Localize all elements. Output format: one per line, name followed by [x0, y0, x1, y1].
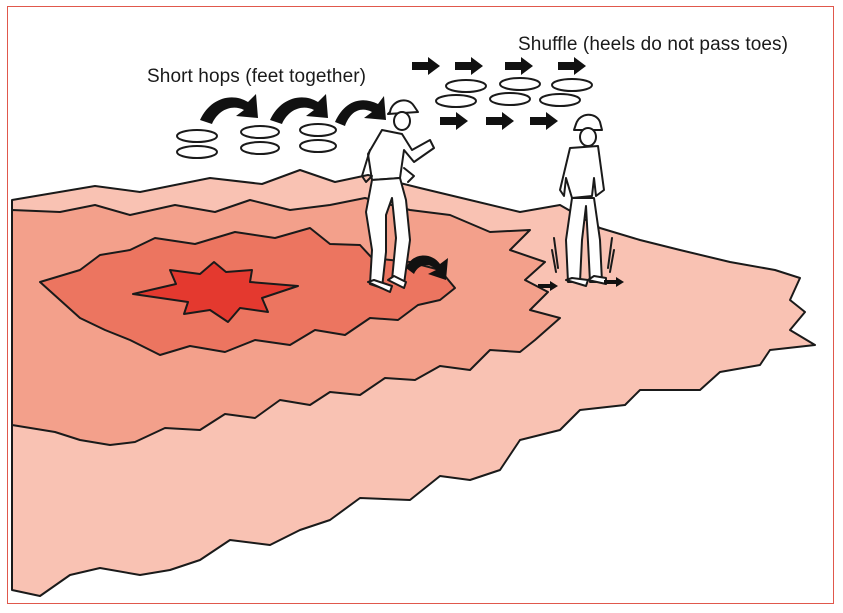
- hop-arrow-icon: [200, 94, 258, 124]
- shuffle-arrow-icon: [440, 112, 468, 130]
- footprint-icon: [177, 130, 217, 142]
- footprint-icon: [177, 146, 217, 158]
- shuffle-footprints: [436, 78, 592, 107]
- shuffle-arrow-icon: [412, 57, 440, 75]
- hop-arrow-icon: [335, 96, 386, 126]
- shuffle-arrows-top: [412, 57, 586, 75]
- short-hops-label: Short hops (feet together): [147, 66, 366, 88]
- footprint-icon: [300, 140, 336, 152]
- hop-footprints: [177, 124, 336, 158]
- footprint-icon: [490, 93, 530, 105]
- shuffle-arrow-icon: [558, 57, 586, 75]
- footprint-icon: [300, 124, 336, 136]
- shuffle-label: Shuffle (heels do not pass toes): [518, 34, 788, 56]
- footprint-icon: [241, 142, 279, 154]
- footprint-icon: [540, 94, 580, 106]
- shuffle-arrow-icon: [486, 112, 514, 130]
- shuffle-arrow-icon: [505, 57, 533, 75]
- shuffle-arrows-bottom: [440, 112, 558, 130]
- footprint-icon: [436, 95, 476, 107]
- footprint-icon: [241, 126, 279, 138]
- hop-arrows: [200, 94, 386, 126]
- footprint-icon: [552, 79, 592, 91]
- shuffle-arrow-icon: [530, 112, 558, 130]
- shuffle-arrow-icon: [455, 57, 483, 75]
- hop-arrow-icon: [270, 94, 328, 124]
- footprint-icon: [446, 80, 486, 92]
- footprint-icon: [500, 78, 540, 90]
